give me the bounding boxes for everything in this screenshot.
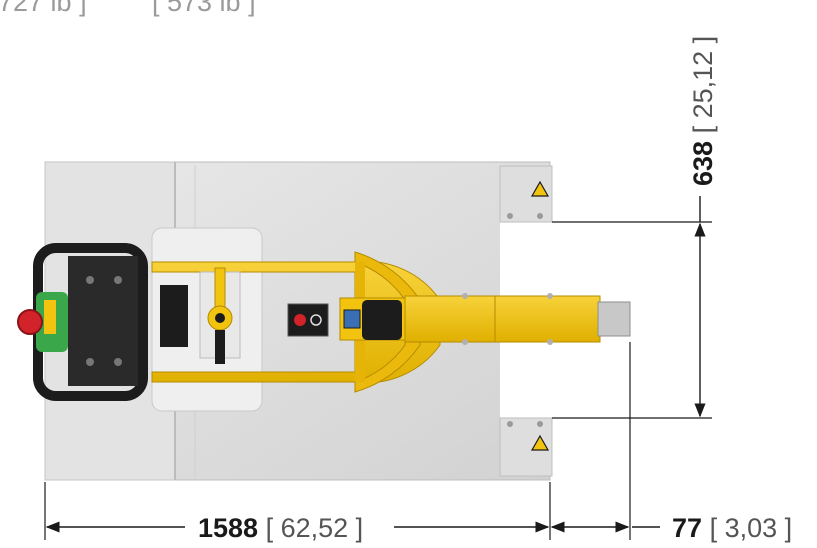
top-weight-left: 727 lb ] (0, 0, 87, 17)
connector (343, 309, 361, 329)
dimension-annotations: 1588 [ 62,52 ] 77 [ 3,03 ] 638 [ 25,12 ] (44, 36, 792, 543)
frame-arc (354, 251, 421, 393)
warning-triangle-icon (530, 434, 550, 451)
tiller-arm (404, 295, 601, 343)
tiller-end (597, 301, 631, 337)
overhang-dimension-label: 77 [ 3,03 ] (672, 513, 792, 543)
width-dimension-label: 638 [ 25,12 ] (688, 36, 718, 186)
key-switch (215, 330, 225, 364)
length-dimension-label: 1588 [ 62,52 ] (198, 513, 363, 543)
display-panel (160, 285, 188, 347)
tiller-head (362, 300, 402, 340)
warning-triangle-icon (530, 180, 550, 197)
top-weight-right: [ 573 lb ] (152, 0, 256, 17)
control-housing (68, 256, 138, 386)
machine-top-view (17, 161, 631, 481)
emergency-stop-icon (17, 309, 43, 335)
emergency-stop-icon (294, 314, 306, 326)
